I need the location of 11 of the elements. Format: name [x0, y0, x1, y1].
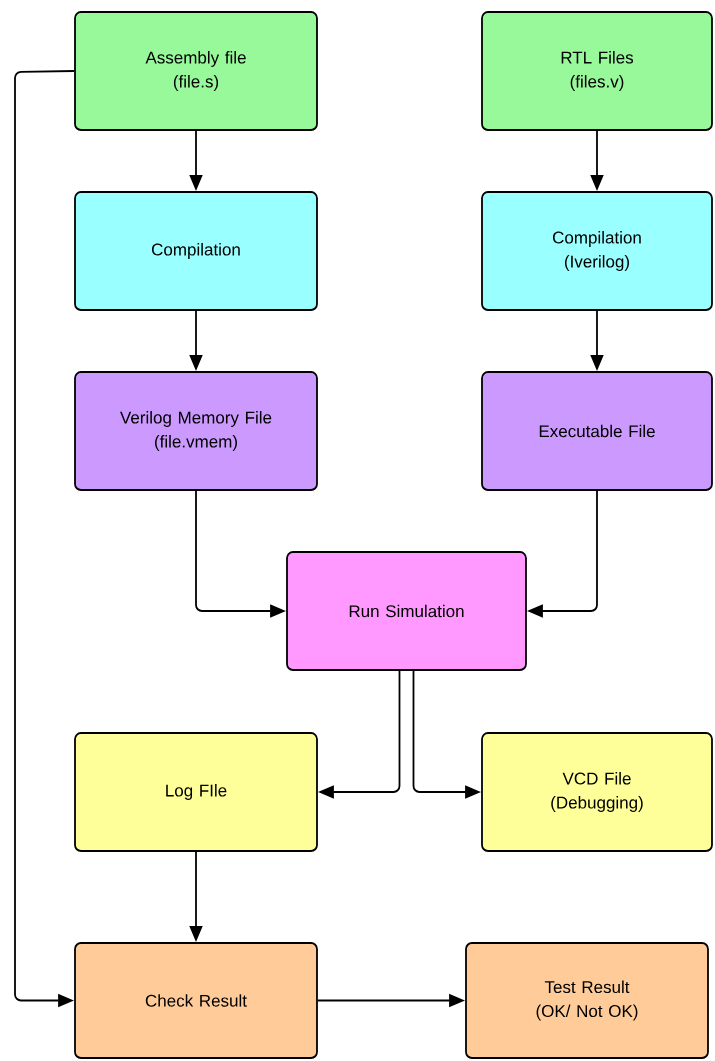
process-box: Compilation	[74, 191, 318, 311]
process-box: RTL Files (files.v)	[481, 11, 713, 131]
process-box: Compilation (Iverilog)	[481, 191, 713, 311]
process-box: Log FIle	[74, 732, 318, 852]
process-box: Run Simulation	[286, 551, 527, 671]
process-box: Assembly file (file.s)	[74, 11, 318, 131]
process-box: Check Result	[74, 942, 318, 1059]
process-box: VCD File (Debugging)	[481, 732, 713, 852]
process-box: Verilog Memory File (file.vmem)	[74, 371, 318, 491]
process-box: Executable File	[481, 371, 713, 491]
process-box: Test Result (OK/ Not OK)	[465, 942, 709, 1059]
